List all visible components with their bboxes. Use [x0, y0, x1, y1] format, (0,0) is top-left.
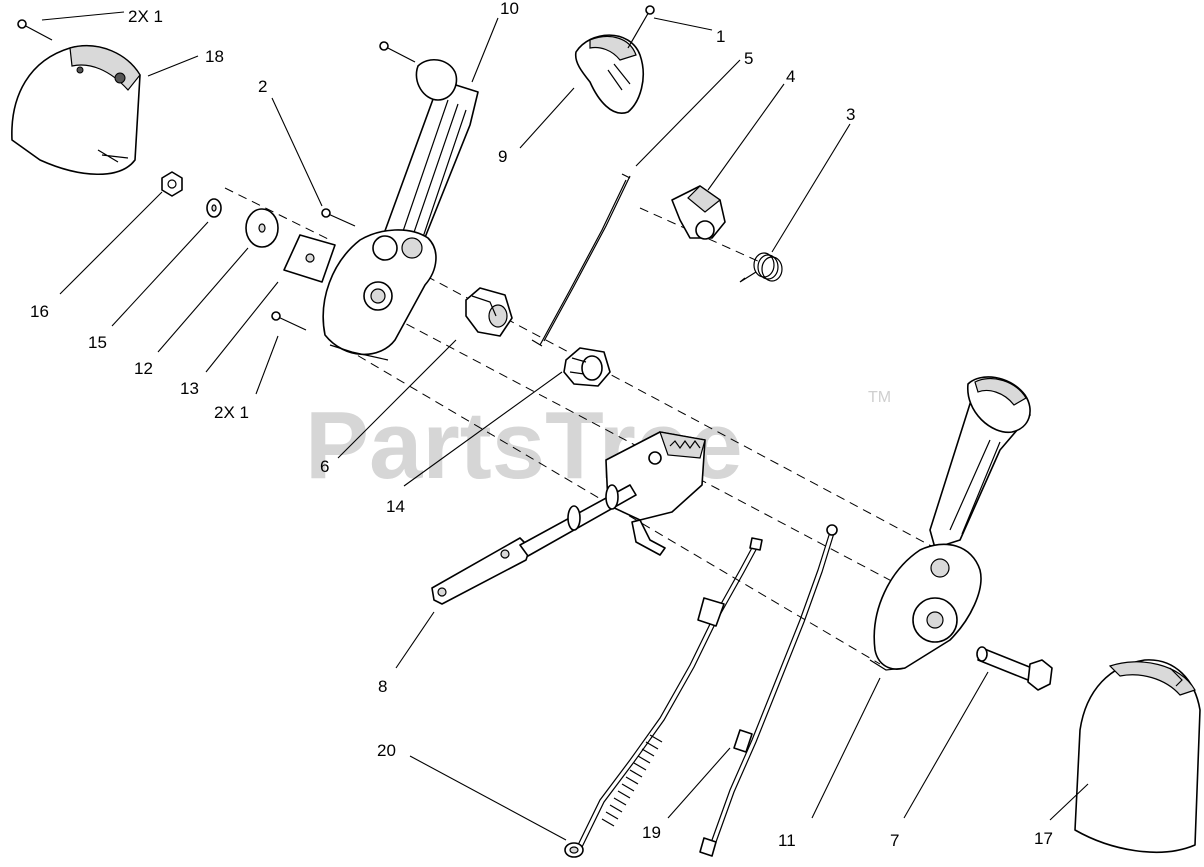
callout-15: 15 — [88, 333, 107, 352]
callout-18: 18 — [205, 47, 224, 66]
callout-5: 5 — [744, 49, 753, 68]
callout-2: 2 — [258, 77, 267, 96]
callout-12: 12 — [134, 359, 153, 378]
callout-8: 8 — [378, 677, 387, 696]
callout-14: 14 — [386, 497, 405, 516]
control-cable-part-19[interactable] — [699, 524, 838, 857]
callout-2x1-bottom: 2X 1 — [214, 403, 249, 422]
nut-part-16[interactable] — [161, 171, 183, 197]
friction-pad-part-13[interactable] — [283, 234, 336, 283]
bushing-part-6[interactable] — [465, 287, 513, 337]
leader-lines — [41, 11, 1089, 841]
callout-9: 9 — [498, 147, 507, 166]
pin-part-1[interactable] — [627, 5, 655, 49]
cam-block-part-4[interactable] — [671, 185, 726, 240]
callout-16: 16 — [30, 302, 49, 321]
callout-7: 7 — [890, 831, 899, 850]
screw-icon — [321, 208, 356, 227]
screw-icon — [17, 19, 53, 41]
washer-part-15[interactable] — [206, 198, 222, 218]
callout-20: 20 — [377, 741, 396, 760]
axis-line-upper — [399, 261, 936, 549]
axis-line-hardware — [224, 187, 331, 241]
spring-cable-part-20[interactable] — [564, 537, 763, 858]
left-handle-lever-part-10[interactable] — [322, 59, 479, 361]
screw-icon — [379, 41, 416, 63]
callout-2x1-top: 2X 1 — [128, 7, 163, 26]
spring-part-3[interactable] — [739, 252, 783, 283]
callout-11: 11 — [778, 831, 796, 850]
shoulder-bolt-part-7[interactable] — [976, 646, 1053, 691]
wire-rod-part-5[interactable] — [531, 173, 631, 347]
large-washer-part-12[interactable] — [245, 208, 279, 248]
callout-17: 17 — [1034, 829, 1053, 848]
callout-10: 10 — [500, 0, 519, 18]
cover-left-part-18[interactable] — [11, 45, 141, 175]
callout-19: 19 — [642, 823, 661, 842]
knob-cap-part-9[interactable] — [574, 34, 644, 114]
axis-line-lower — [344, 347, 881, 665]
callout-6: 6 — [320, 457, 329, 476]
callout-1: 1 — [716, 27, 725, 46]
callout-3: 3 — [846, 105, 855, 124]
screw-icon — [271, 311, 307, 331]
cover-right-part-17[interactable] — [1074, 659, 1201, 854]
right-handle-lever-part-11[interactable] — [869, 376, 1031, 671]
watermark-trademark: TM — [868, 389, 891, 406]
ratchet-cam-part-14[interactable] — [563, 347, 611, 387]
shift-bracket-part-8[interactable] — [431, 431, 706, 605]
watermark: PartsTree TM — [305, 389, 891, 499]
callout-4: 4 — [786, 67, 795, 86]
callout-13: 13 — [180, 379, 199, 398]
callout-labels: 2X 1 18 10 1 5 2 4 3 9 16 15 12 13 2X 1 … — [30, 0, 1053, 850]
